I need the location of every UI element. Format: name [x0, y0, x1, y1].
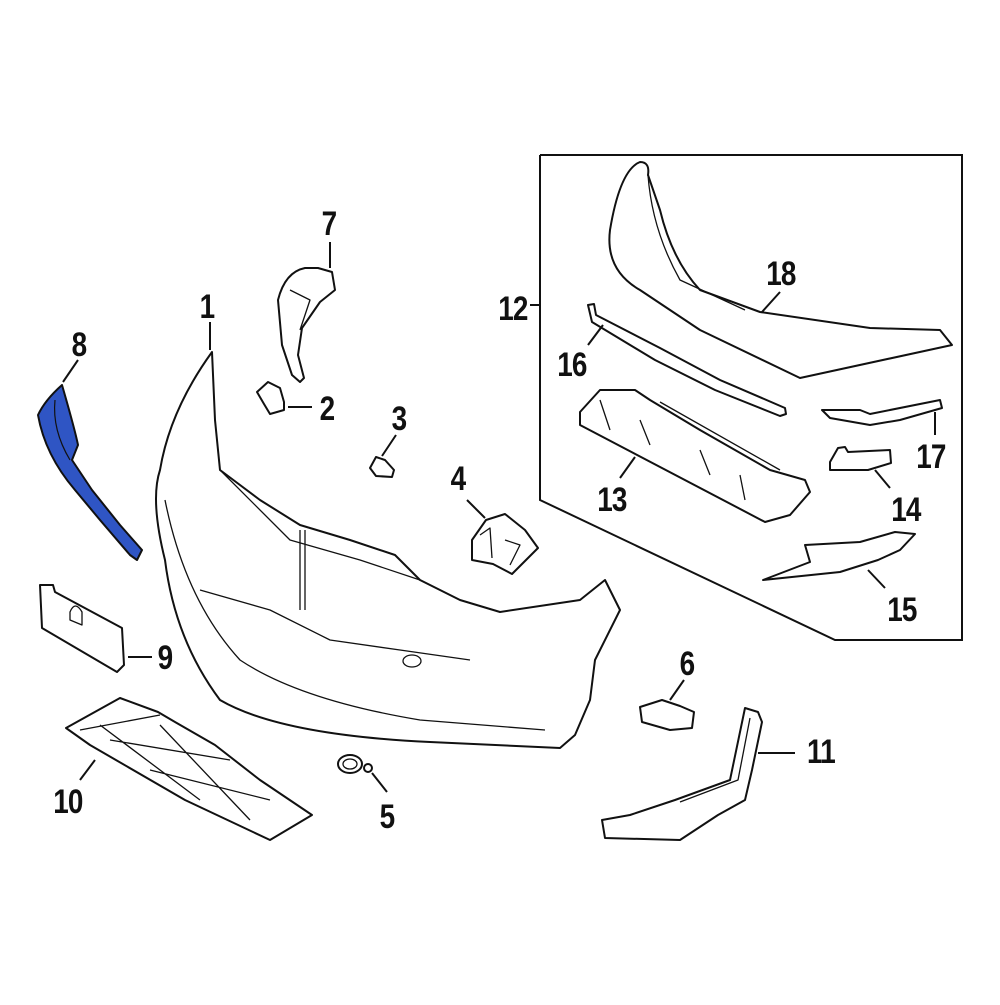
- callout-10[interactable]: 10: [53, 783, 83, 821]
- callout-2[interactable]: 2: [319, 390, 336, 428]
- part-4-support[interactable]: [466, 499, 539, 575]
- callout-1[interactable]: 1: [199, 288, 216, 326]
- part-9-license-bracket[interactable]: [39, 584, 152, 673]
- part-17-bracket[interactable]: [821, 399, 943, 435]
- callout-9[interactable]: 9: [157, 639, 174, 677]
- callout-4[interactable]: 4: [450, 460, 467, 498]
- part-10-under-cover[interactable]: [65, 697, 313, 841]
- part-8-trim-highlighted[interactable]: [37, 359, 143, 561]
- part-3-clip[interactable]: [369, 434, 397, 478]
- callout-13[interactable]: 13: [597, 481, 627, 519]
- callout-5[interactable]: 5: [379, 798, 396, 836]
- callout-6[interactable]: 6: [679, 645, 696, 683]
- callout-11[interactable]: 11: [807, 733, 836, 771]
- callout-15[interactable]: 15: [887, 591, 917, 629]
- part-2-clip[interactable]: [256, 381, 312, 415]
- callout-12[interactable]: 12: [498, 290, 528, 328]
- part-16-retainer[interactable]: [587, 303, 787, 417]
- callout-16[interactable]: 16: [557, 346, 587, 384]
- callout-3[interactable]: 3: [391, 400, 408, 438]
- part-15-deflector[interactable]: [762, 531, 916, 589]
- callout-18[interactable]: 18: [766, 255, 796, 293]
- callout-8[interactable]: 8: [71, 326, 88, 364]
- part-1-bumper-cover[interactable]: [155, 322, 621, 749]
- part-14-bracket[interactable]: [829, 446, 892, 489]
- callout-14[interactable]: 14: [891, 491, 921, 529]
- subassembly-box-12: [530, 154, 963, 641]
- part-18-absorber[interactable]: [608, 161, 953, 379]
- part-5-grommet[interactable]: [337, 754, 388, 793]
- part-13-absorber[interactable]: [579, 389, 811, 523]
- callout-7[interactable]: 7: [321, 205, 338, 243]
- callout-17[interactable]: 17: [916, 438, 946, 476]
- part-6-bracket[interactable]: [639, 679, 695, 731]
- part-11-bracket[interactable]: [601, 707, 795, 841]
- part-7-bracket[interactable]: [277, 242, 336, 383]
